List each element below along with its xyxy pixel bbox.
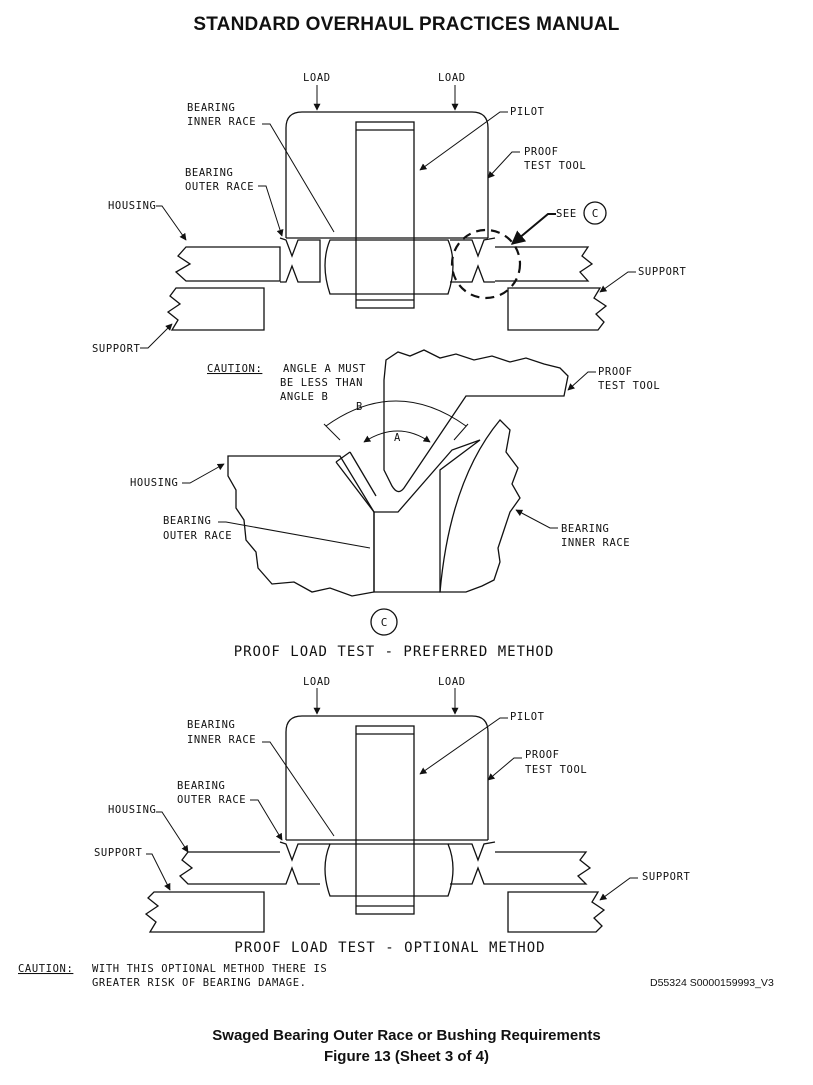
proof-tool-label: PROOF: [598, 366, 633, 378]
inner-race-label: BEARING: [187, 102, 235, 114]
inner-race-ball: [324, 843, 454, 897]
pilot-label: PILOT: [510, 106, 545, 118]
proof-tool-label: TEST TOOL: [524, 160, 586, 172]
pilot-shaft: [355, 121, 415, 309]
inner-race-label: BEARING: [187, 719, 235, 731]
outer-race-left: [279, 841, 330, 885]
pilot-label: PILOT: [510, 711, 545, 723]
housing-left: [178, 851, 280, 885]
support-label: SUPPORT: [94, 847, 143, 859]
pilot-shaft: [355, 725, 415, 915]
outer-race-left: [279, 237, 321, 283]
detail-c-view: [227, 349, 569, 597]
proof-tool-label: PROOF: [525, 749, 560, 761]
housing-label: HOUSING: [108, 804, 156, 816]
support-label: SUPPORT: [642, 871, 691, 883]
detail-housing: [227, 455, 375, 597]
outer-race-label: OUTER RACE: [185, 181, 254, 193]
inner-race-label: INNER RACE: [561, 537, 630, 549]
housing-right: [495, 851, 592, 885]
outer-race-label: BEARING: [185, 167, 233, 179]
see-ref-label: C: [592, 207, 599, 220]
support-right: [507, 891, 606, 933]
housing-left: [174, 246, 281, 282]
load-label: LOAD: [303, 676, 331, 688]
footer-caution-text: GREATER RISK OF BEARING DAMAGE.: [92, 977, 307, 989]
outer-race-label: OUTER RACE: [163, 530, 232, 542]
proof-tool-label: TEST TOOL: [598, 380, 660, 392]
load-label: LOAD: [438, 676, 466, 688]
bottom-assembly-view: [144, 715, 606, 933]
outer-race-right: [450, 237, 496, 283]
outer-race-label: BEARING: [177, 780, 225, 792]
housing-label: HOUSING: [130, 477, 178, 489]
proof-tool-label: TEST TOOL: [525, 764, 587, 776]
see-label: SEE: [556, 208, 577, 220]
load-label: LOAD: [303, 72, 331, 84]
detail-proof-tool: [383, 349, 569, 493]
inner-race-label: INNER RACE: [187, 734, 256, 746]
support-right: [507, 287, 608, 331]
footer-caution-text: WITH THIS OPTIONAL METHOD THERE IS: [92, 963, 327, 975]
inner-race-ball: [324, 239, 454, 295]
inner-race-label: BEARING: [561, 523, 609, 535]
inner-race-label: INNER RACE: [187, 116, 256, 128]
detail-ref-label: C: [381, 616, 388, 629]
support-label: SUPPORT: [638, 266, 687, 278]
outer-race-right: [448, 841, 496, 885]
angle-a-label: A: [394, 432, 401, 444]
caution-label: CAUTION:: [207, 363, 262, 375]
optional-method-title: PROOF LOAD TEST - OPTIONAL METHOD: [234, 940, 545, 956]
caution-text: ANGLE B: [280, 391, 328, 403]
caution-text: ANGLE A MUST: [283, 363, 366, 375]
detail-outer-race: [373, 439, 481, 593]
manual-title: STANDARD OVERHAUL PRACTICES MANUAL: [193, 14, 620, 35]
support-label: SUPPORT: [92, 343, 141, 355]
support-left: [144, 891, 265, 933]
outer-race-label: BEARING: [163, 515, 211, 527]
load-label: LOAD: [438, 72, 466, 84]
caution-text: BE LESS THAN: [280, 377, 363, 389]
housing-label: HOUSING: [108, 200, 156, 212]
outer-race-label: OUTER RACE: [177, 794, 246, 806]
top-assembly-view: [166, 111, 608, 331]
figure-caption: Swaged Bearing Outer Race or Bushing Req…: [212, 1027, 601, 1044]
document-id: D55324 S0000159993_V3: [650, 977, 774, 989]
detail-c-callout: [450, 228, 522, 300]
preferred-method-title: PROOF LOAD TEST - PREFERRED METHOD: [234, 644, 555, 660]
detail-inner-race: [439, 419, 521, 593]
proof-test-tool: [285, 715, 489, 840]
proof-test-tool: [285, 111, 489, 238]
angle-b-label: B: [356, 401, 363, 413]
housing-right: [495, 246, 594, 282]
footer-caution-label: CAUTION:: [18, 963, 73, 975]
support-left: [166, 287, 265, 331]
proof-tool-label: PROOF: [524, 146, 559, 158]
figure-number: Figure 13 (Sheet 3 of 4): [323, 1048, 490, 1065]
